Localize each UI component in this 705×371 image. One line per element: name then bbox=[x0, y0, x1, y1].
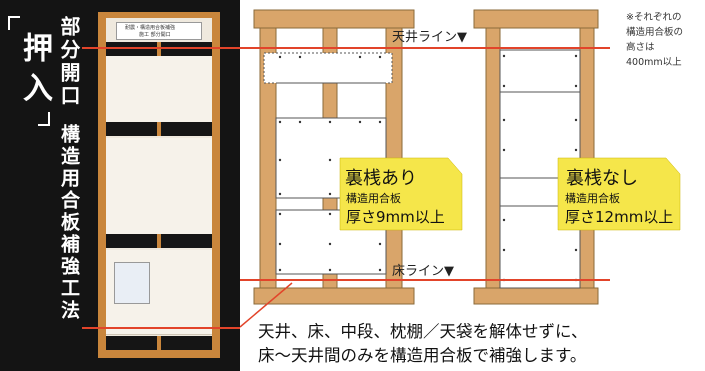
label-sticker bbox=[114, 262, 150, 304]
bracket-bottom-right bbox=[38, 112, 50, 126]
note-line: 高さは bbox=[626, 42, 655, 53]
callout-sub-without-backing: 構造用合板 bbox=[565, 192, 620, 205]
ceiling-line-left bbox=[82, 47, 240, 49]
note-line: 構造用合板の bbox=[626, 27, 684, 38]
note-line: ※それぞれの bbox=[626, 12, 682, 23]
height-note: ※それぞれの 構造用合板の 高さは 400mm以上 bbox=[626, 10, 683, 70]
strip-divider-1 bbox=[157, 42, 161, 56]
frame-with-backing bbox=[253, 9, 415, 305]
title-box-text: 押入 bbox=[17, 32, 52, 112]
caption-line-1: 天井、床、中段、枕棚／天袋を解体せずに、 bbox=[258, 322, 588, 341]
floor-line-label: 床ライン▼ bbox=[392, 264, 454, 279]
ceiling-line-label: 天井ライン▼ bbox=[392, 30, 467, 45]
caption-line-2: 床～天井間のみを構造用合板で補強します。 bbox=[258, 346, 587, 365]
plywood-board-upper bbox=[106, 50, 212, 123]
callout-sub-with-backing: 構造用合板 bbox=[346, 192, 401, 205]
note-line: 400mm以上 bbox=[626, 57, 682, 68]
strip-divider-4 bbox=[157, 336, 161, 350]
callout-spec-without-backing: 厚さ12mm以上 bbox=[565, 208, 674, 226]
frame-without-backing bbox=[473, 9, 599, 305]
callout-box-with-backing bbox=[339, 157, 463, 231]
floor-line-left bbox=[82, 327, 240, 329]
connector-line bbox=[240, 282, 293, 328]
closet-inner: 耐震・構造用合板補強 施工 部分開口 bbox=[106, 18, 212, 350]
sticker-line1: 耐震・構造用合板補強 bbox=[125, 25, 176, 31]
closet-photo: 耐震・構造用合板補強 施工 部分開口 bbox=[98, 12, 220, 358]
wall-diagram bbox=[240, 9, 681, 328]
strip-divider-3 bbox=[157, 234, 161, 248]
plywood-board-middle bbox=[106, 138, 212, 235]
strip-divider-2 bbox=[157, 122, 161, 136]
sticker-line2: 施工 部分開口 bbox=[139, 32, 171, 38]
callout-title-with-backing: 裏桟あり bbox=[345, 168, 417, 189]
photo-panel: 押入 部分開口 構造用合板補強工法 耐震・構造用合板補強 施工 部分開口 bbox=[0, 0, 240, 371]
method-vertical: 構造用合板補強工法 bbox=[58, 124, 80, 322]
subtitle-vertical: 部分開口 bbox=[57, 16, 81, 108]
callout-box-without-backing bbox=[557, 157, 681, 231]
callout-title-without-backing: 裏桟なし bbox=[566, 168, 638, 189]
top-sticker: 耐震・構造用合板補強 施工 部分開口 bbox=[116, 22, 202, 40]
callout-spec-with-backing: 厚さ9mm以上 bbox=[346, 208, 445, 226]
bracket-top-left bbox=[8, 16, 20, 30]
